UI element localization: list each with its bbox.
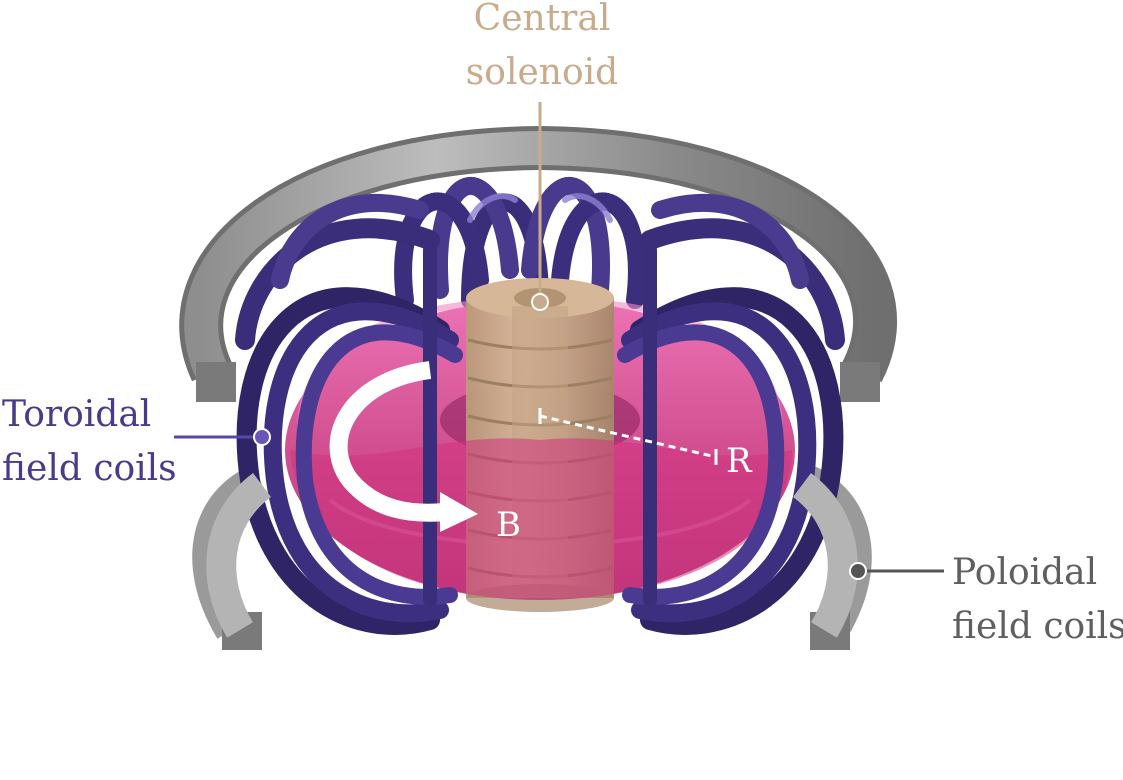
radius-indicator [538,408,718,465]
plasma-front-veil [290,438,792,600]
toroidal-coils-front [235,193,845,635]
toroidal-field-coils-label: Toroidal field coils [2,394,177,489]
poloidal-leader [849,562,944,580]
lower-poloidal-coil-front [206,472,858,638]
central-solenoid-label: Central solenoid [466,0,618,93]
radius-r-label: R [726,441,753,481]
toroidal-coils-back [394,177,646,309]
central-solenoid-label-line2: solenoid [466,52,618,93]
solenoid-leader [531,102,549,311]
magnetic-field-arrow [329,361,478,532]
poloidal-label-line2: field coils [952,606,1123,647]
poloidal-label-line1: Poloidal [952,552,1097,593]
field-b-label: B [496,505,521,545]
central-solenoid-label-line1: Central [474,0,611,39]
poloidal-field-coils-label: Poloidal field coils [952,552,1123,647]
toroidal-label-line2: field coils [2,448,177,489]
toroidal-leader [174,428,271,446]
toroidal-label-line1: Toroidal [2,394,151,435]
